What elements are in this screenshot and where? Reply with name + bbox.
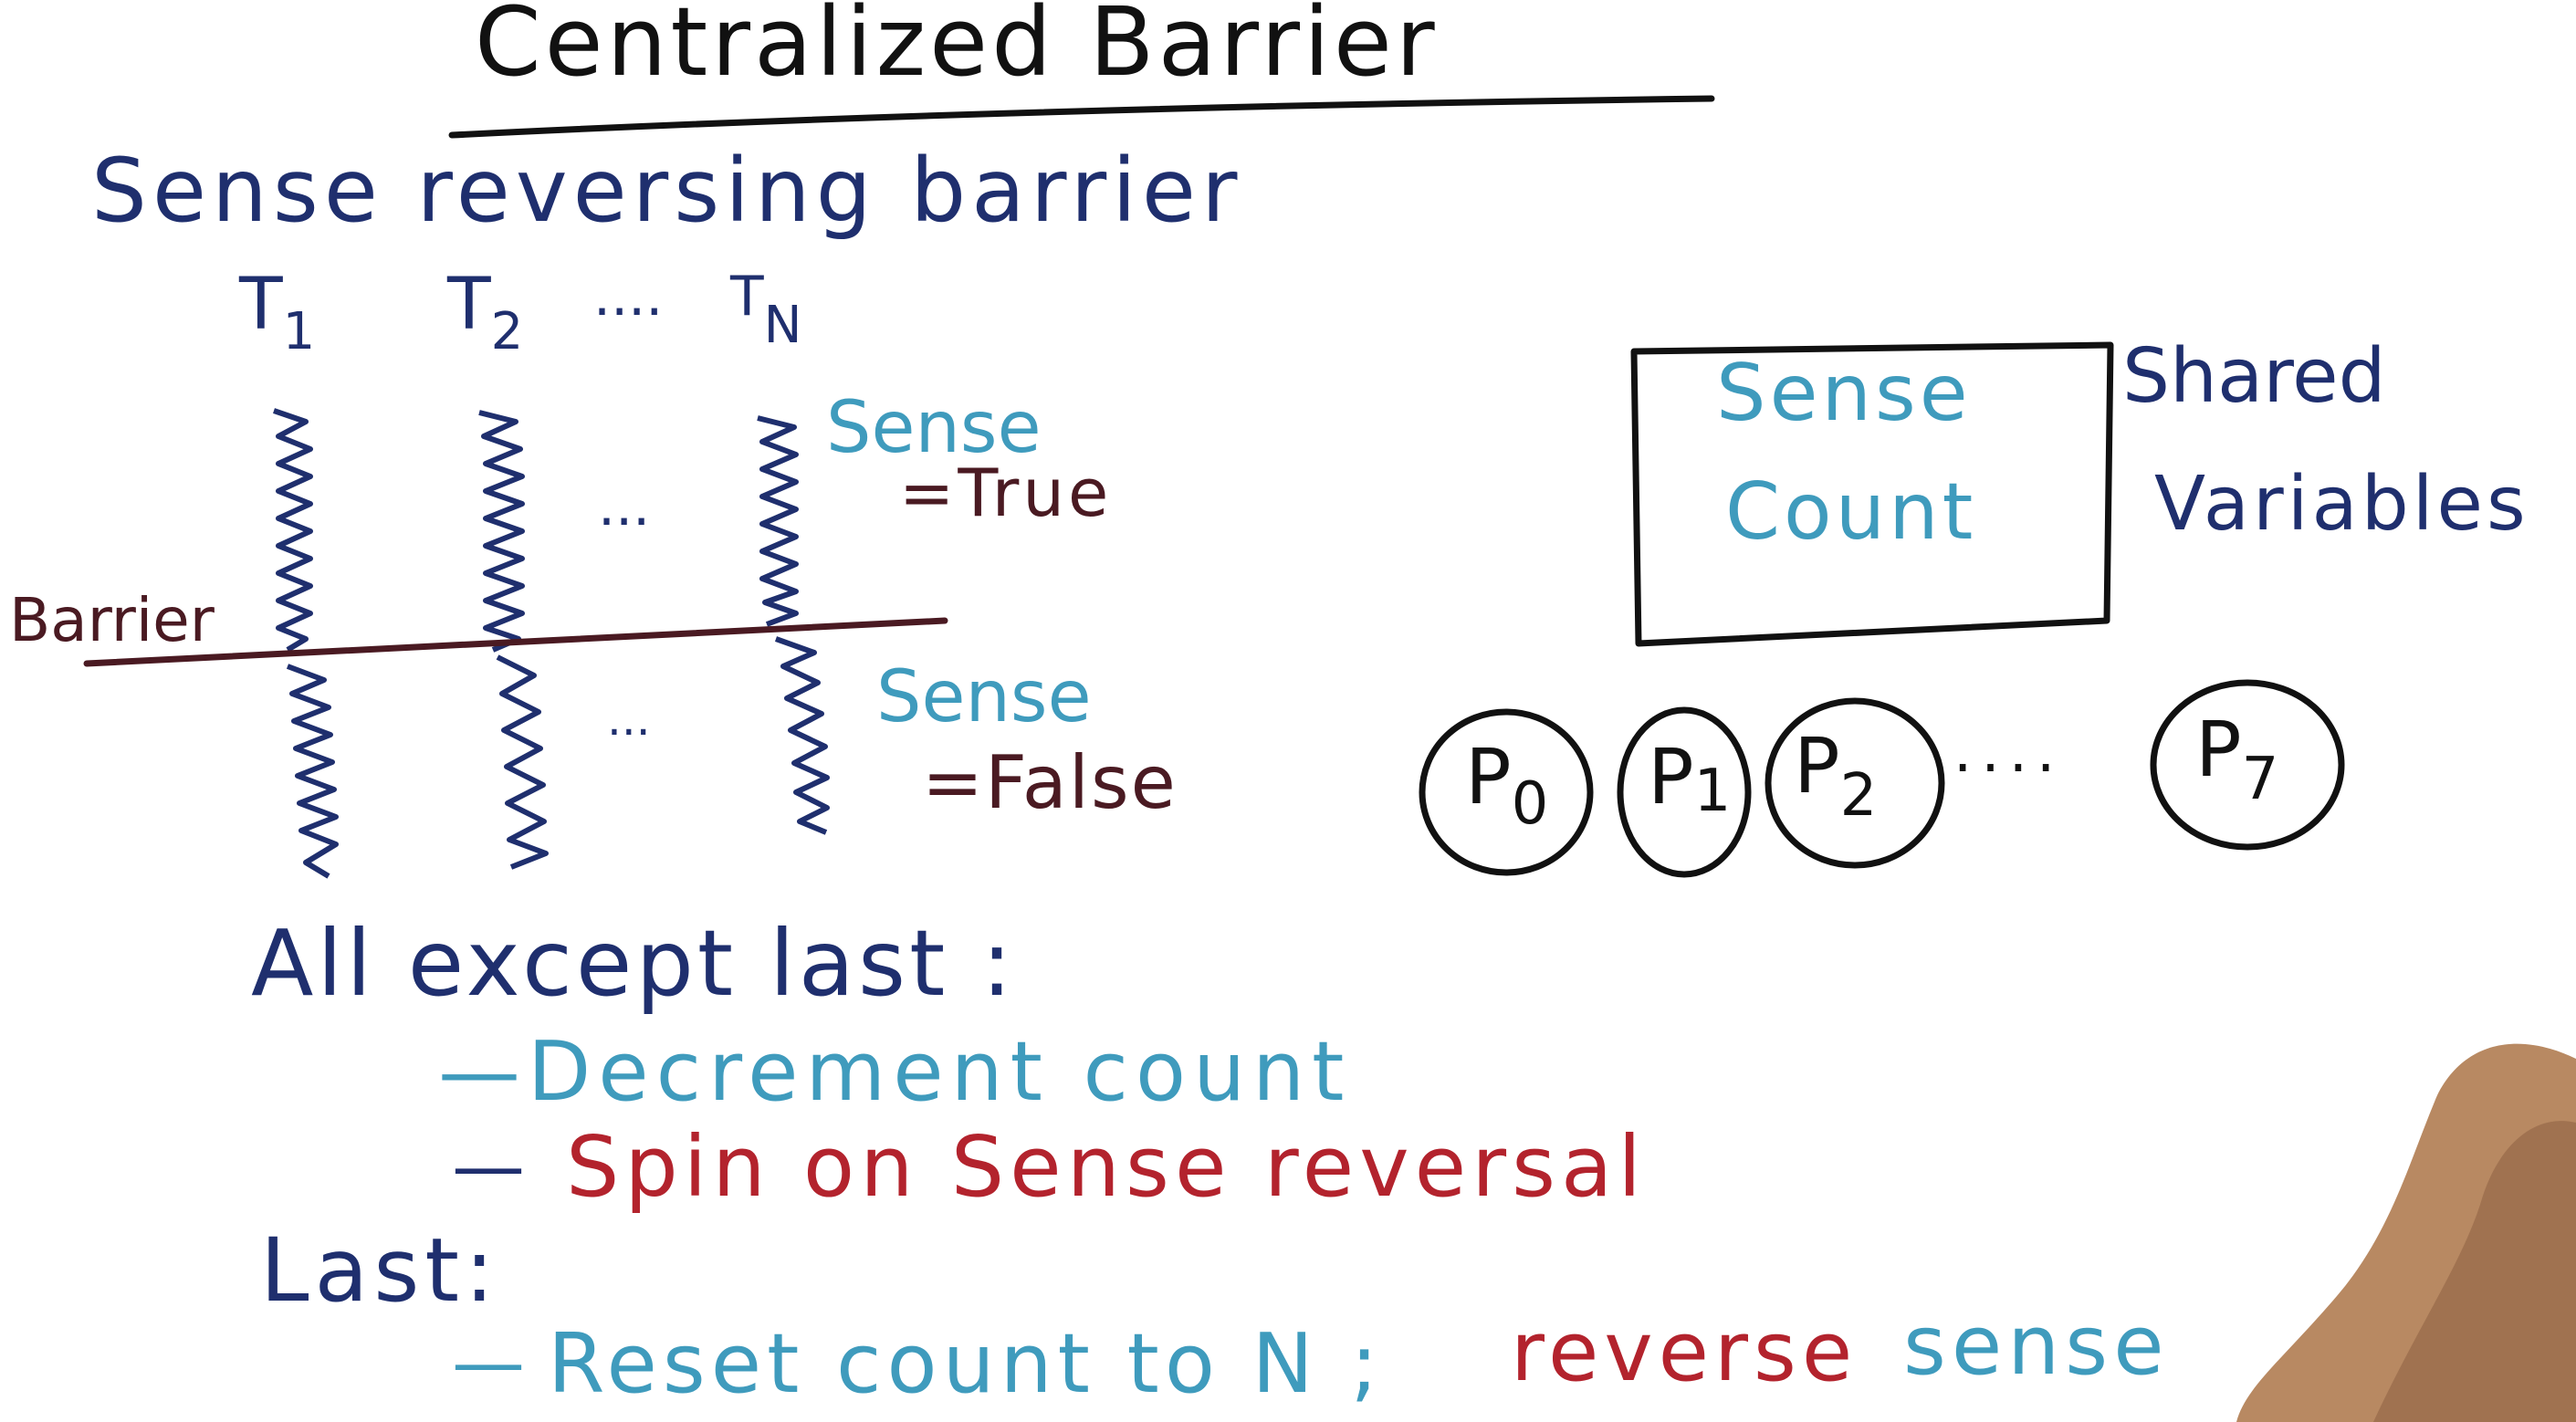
shared-variables-box bbox=[1630, 341, 2114, 647]
thread-labels: T1 T2 .... TN bbox=[238, 264, 802, 361]
thread-label-1: T1 bbox=[238, 264, 315, 361]
rule-last: Last: bbox=[260, 1219, 499, 1322]
processors-ellipsis: .... bbox=[1953, 718, 2064, 786]
thread-zigzags bbox=[273, 408, 830, 879]
thread-1-zigzag-top bbox=[273, 408, 313, 653]
ellipsis-between-top: ... bbox=[598, 475, 650, 538]
thread-2-zigzag-top bbox=[478, 410, 525, 653]
ellipsis-between-bottom: ... bbox=[607, 693, 651, 746]
processors: P0 P1 P2 .... P7 bbox=[1419, 679, 2345, 878]
rule-all-except-last: All except last : bbox=[251, 910, 1016, 1017]
rule-spin-dash: — bbox=[452, 1124, 525, 1208]
subtitle: Sense reversing barrier bbox=[91, 140, 1242, 242]
thread-n-zigzag-bottom bbox=[774, 636, 830, 835]
rule-reset-dash: — bbox=[452, 1320, 525, 1405]
thread-2-zigzag-bottom bbox=[496, 654, 549, 870]
svg-text:P2: P2 bbox=[1794, 721, 1877, 830]
sense-false-word: Sense bbox=[876, 656, 1092, 738]
sense-false-value: =False bbox=[922, 740, 1178, 825]
thread-label-n: TN bbox=[729, 265, 802, 355]
shared-box-sense: Sense bbox=[1716, 348, 1972, 439]
processor-p7: P7 bbox=[2150, 679, 2345, 851]
rule-reverse: reverse bbox=[1511, 1304, 1858, 1400]
rule-spin-on-sense-reversal: Spin on Sense reversal bbox=[566, 1118, 1647, 1216]
barrier-label: Barrier bbox=[9, 585, 215, 655]
svg-text:P1: P1 bbox=[1648, 732, 1731, 825]
presenter-hand bbox=[2236, 1043, 2576, 1422]
svg-text:P7: P7 bbox=[2195, 705, 2278, 813]
thread-1-zigzag-bottom bbox=[286, 664, 339, 879]
title-underline bbox=[448, 95, 1715, 139]
rule-reset-count: Reset count to N ; bbox=[548, 1316, 1384, 1412]
thread-label-2: T2 bbox=[446, 264, 523, 361]
page-title: Centralized Barrier bbox=[475, 0, 1439, 98]
rule-sense: sense bbox=[1903, 1298, 2170, 1394]
thread-ellipsis: .... bbox=[593, 265, 663, 329]
processor-p2: P2 bbox=[1764, 697, 1945, 869]
svg-text:P0: P0 bbox=[1465, 732, 1548, 838]
thread-n-zigzag-top bbox=[757, 415, 799, 627]
processor-p0: P0 bbox=[1419, 708, 1594, 876]
sense-true-value: =True bbox=[899, 455, 1112, 531]
shared-box-count: Count bbox=[1725, 466, 1976, 558]
rule-decrement-count: —Decrement count bbox=[438, 1024, 1351, 1120]
processor-p1: P1 bbox=[1617, 706, 1752, 878]
barrier-line bbox=[83, 617, 948, 667]
shared-label-2: Variables bbox=[2154, 461, 2529, 548]
shared-label-1: Shared bbox=[2122, 333, 2386, 420]
sense-true-word: Sense bbox=[826, 387, 1042, 469]
